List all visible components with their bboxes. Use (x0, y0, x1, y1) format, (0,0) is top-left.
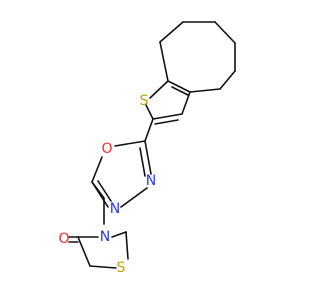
bond-thiazolidinone-co-ch2 (77, 236, 91, 267)
bond-cyclooctane-6 (219, 70, 236, 90)
bond-oxadiazole-methylene (91, 181, 105, 199)
atom-label-oxadiazole-n4: N (110, 201, 120, 217)
bond-cyclooctane-1 (159, 41, 169, 82)
bond-thiophene-s-c1 (149, 80, 169, 99)
bond-oxadiazole-n3-c2-inner (139, 147, 146, 177)
bond-cyclooctane-7 (189, 88, 221, 93)
atom-label-thiophene-s: S (140, 93, 149, 109)
bond-oxadiazole-c2-o (114, 140, 146, 147)
bond-thiophene-oxadiazole (144, 118, 154, 142)
bond-oxadiazole-n3-c2 (144, 140, 152, 175)
bond-thiophene-c5-s (145, 104, 154, 120)
bond-thiophene-fused-inner (171, 86, 189, 96)
atom-label-oxadiazole-o: O (101, 141, 112, 157)
atom-label-thiazolidinone-s: S (117, 260, 126, 276)
bond-oxadiazole-o-c5 (91, 156, 103, 183)
bond-thiazolidinone-ch2-n (111, 231, 127, 238)
atom-label-carbonyl-o: O (58, 231, 69, 247)
molecule-structure: S O N N N O S (58, 21, 236, 276)
bond-thiophene-c3-c4 (181, 91, 191, 115)
molecule-canvas: S O N N N O S (58, 21, 236, 276)
bond-cyclooctane-2 (159, 21, 184, 43)
bond-oxadiazole-c5-n4-inner (97, 180, 112, 202)
bond-thiazolidinone-ch2-s (89, 265, 117, 269)
bond-cyclooctane-4 (214, 21, 236, 44)
atom-label-oxadiazole-n3: N (146, 173, 156, 189)
bond-thiophene-c4-c5 (152, 113, 183, 120)
bond-thiophene-c4-c5-inner (154, 119, 179, 125)
atom-label-thiazolidinone-n: N (100, 229, 110, 245)
bond-oxadiazole-n4-n3 (120, 187, 148, 208)
bond-thiophene-fused (167, 80, 191, 93)
bond-thiazolidinone-s-ch2 (125, 231, 129, 260)
